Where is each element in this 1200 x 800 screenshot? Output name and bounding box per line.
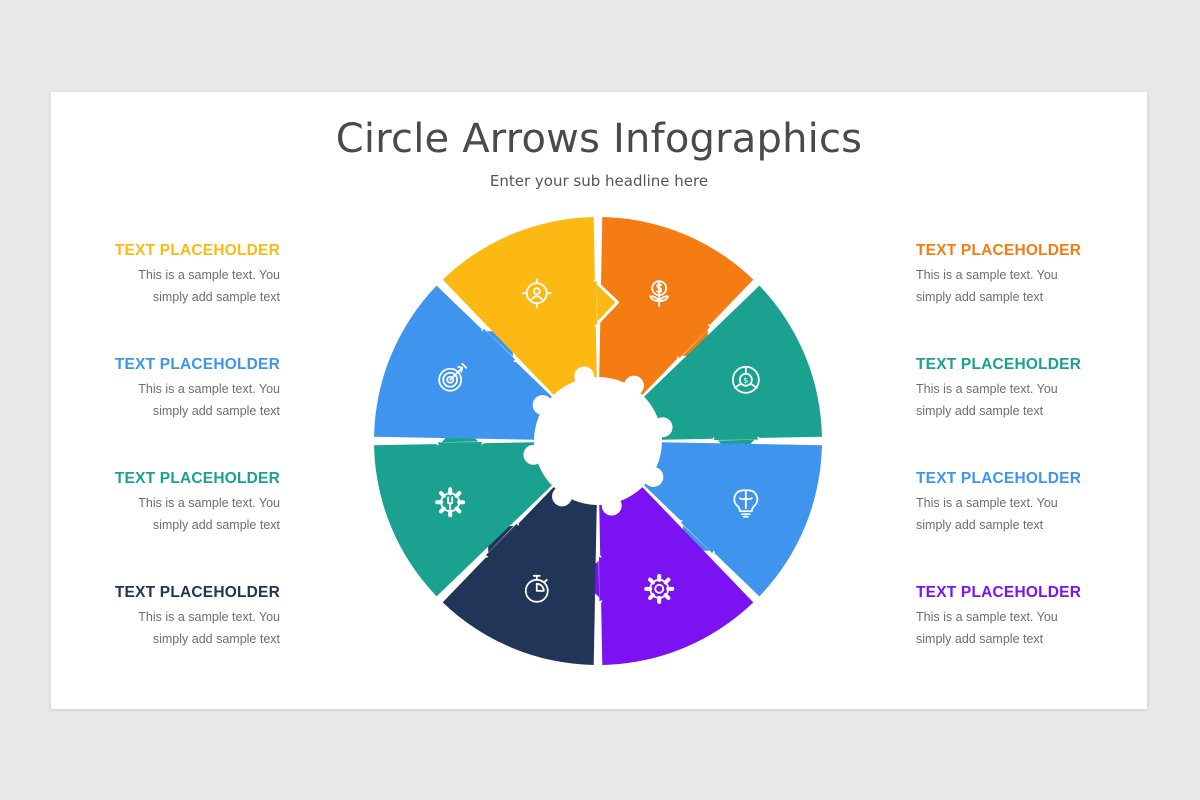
slide: Circle Arrows Infographics Enter your su… — [51, 92, 1147, 709]
text-block-left-1: TEXT PLACEHOLDER This is a sample text. … — [60, 242, 280, 308]
icons: $ — [435, 278, 760, 604]
block-heading: TEXT PLACEHOLDER — [114, 584, 280, 601]
wheel-segment — [599, 487, 754, 665]
block-text: This is a sample text. You simply add sa… — [138, 382, 280, 418]
arrow-join — [485, 523, 521, 561]
arrow-join — [478, 328, 516, 364]
block-text: This is a sample text. You simply add sa… — [138, 496, 280, 532]
stopwatch-icon — [524, 574, 549, 603]
block-text: This is a sample text. You simply add sa… — [138, 268, 280, 304]
text-block-right-3: TEXT PLACEHOLDER This is a sample text. … — [916, 470, 1136, 536]
text-block-left-3: TEXT PLACEHOLDER This is a sample text. … — [60, 470, 280, 536]
block-heading: TEXT PLACEHOLDER — [114, 356, 280, 373]
arrow-join — [438, 442, 483, 453]
block-text: This is a sample text. You simply add sa… — [916, 382, 1058, 418]
block-heading: TEXT PLACEHOLDER — [114, 470, 280, 487]
center-hole — [536, 379, 660, 503]
text-block-right-1: TEXT PLACEHOLDER This is a sample text. … — [916, 242, 1136, 308]
block-text: This is a sample text. You simply add sa… — [916, 610, 1058, 646]
text-block-left-2: TEXT PLACEHOLDER This is a sample text. … — [60, 356, 280, 422]
wheel-segment — [599, 217, 754, 395]
plant-dollar-icon — [649, 280, 670, 308]
block-heading: TEXT PLACEHOLDER — [916, 470, 1082, 487]
page-title: Circle Arrows Infographics — [335, 116, 863, 162]
block-heading: TEXT PLACEHOLDER — [916, 584, 1082, 601]
arrow-join — [713, 429, 758, 440]
block-text: This is a sample text. You simply add sa… — [138, 610, 280, 646]
wheel-segment — [374, 285, 552, 440]
text-block-right-4: TEXT PLACEHOLDER This is a sample text. … — [916, 584, 1136, 650]
arrow-join — [680, 518, 718, 554]
text-block-right-2: TEXT PLACEHOLDER This is a sample text. … — [916, 356, 1136, 422]
block-text: This is a sample text. You simply add sa… — [916, 268, 1058, 304]
svg-text:$: $ — [743, 376, 748, 385]
arrow-join — [675, 321, 711, 359]
page-subtitle: Enter your sub headline here — [489, 172, 709, 190]
wheel-segment — [442, 217, 597, 395]
text-block-left-4: TEXT PLACEHOLDER This is a sample text. … — [60, 584, 280, 650]
wheel-segment — [644, 285, 822, 440]
block-heading: TEXT PLACEHOLDER — [916, 356, 1082, 373]
block-text: This is a sample text. You simply add sa… — [916, 496, 1058, 532]
gear-icon — [644, 573, 675, 604]
arrow-join — [586, 281, 597, 326]
brain-bulb-icon — [733, 489, 759, 518]
block-heading: TEXT PLACEHOLDER — [114, 242, 280, 259]
wheel-segment — [644, 442, 822, 597]
block-heading: TEXT PLACEHOLDER — [916, 242, 1082, 259]
arrow-join — [599, 556, 610, 601]
dollar-pie-icon: $ — [731, 365, 760, 394]
gear-wrench-icon — [435, 487, 466, 518]
target-arrow-icon — [438, 362, 468, 392]
wheel-segment — [374, 442, 552, 597]
segments — [374, 217, 822, 665]
wheel-segment — [442, 487, 597, 665]
target-user-icon — [521, 278, 552, 309]
